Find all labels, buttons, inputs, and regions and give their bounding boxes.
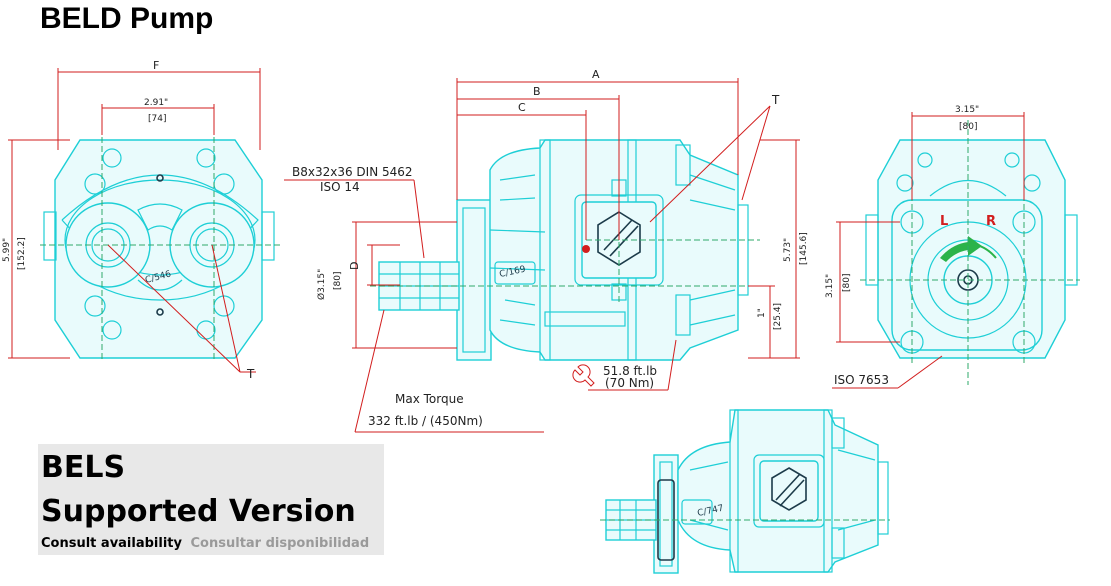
port-label-t-right: T <box>771 93 780 107</box>
front-view-left <box>40 110 280 360</box>
dim-shaft-mm: [80] <box>333 272 343 290</box>
port-label-t-left: T <box>246 367 255 381</box>
dim-c-label: C <box>518 101 526 114</box>
dim-right-width-inch: 3.15" <box>955 105 979 115</box>
availability-note-es: Consultar disponibilidad <box>190 536 370 551</box>
rotation-left-label: L <box>940 214 948 229</box>
bels-title: BELS <box>41 450 126 485</box>
dimensions-center <box>284 78 800 433</box>
dim-offset-inch: 1" <box>757 308 767 318</box>
dim-f-label: F <box>153 59 159 72</box>
bels-subtitle: Supported Version <box>41 494 356 529</box>
dim-height-inch-center: 5.73" <box>783 238 793 262</box>
page-title: BELD Pump <box>40 2 214 35</box>
bolt-torque-ftlb: 51.8 ft.lb <box>603 364 657 378</box>
dim-height-mm-center: [145.6] <box>799 232 809 265</box>
dim-right-height-mm: [80] <box>842 274 852 292</box>
dim-height-inch-left: 5.99" <box>2 238 12 262</box>
spline-standard: ISO 14 <box>320 180 360 194</box>
side-view-center <box>370 139 760 361</box>
max-torque-label: Max Torque <box>395 392 464 406</box>
dim-d-label: D <box>348 262 361 270</box>
bels-side-view <box>600 409 890 574</box>
rotation-right-label: R <box>986 214 996 229</box>
dim-shaft-inch: Ø3.15" <box>316 269 327 300</box>
bolt-torque-nm: (70 Nm) <box>605 376 654 390</box>
availability-note-en: Consult availability <box>41 536 182 551</box>
dim-a-label: A <box>592 68 600 81</box>
spline-spec: B8x32x36 DIN 5462 <box>292 165 413 179</box>
dim-offset-mm: [25.4] <box>773 303 783 330</box>
bels-availability-panel: BELS Supported Version Consult availabil… <box>38 444 384 555</box>
max-torque-value: 332 ft.lb / (450Nm) <box>368 414 483 428</box>
dim-ports-mm: [74] <box>148 114 166 124</box>
dim-right-height-inch: 3.15" <box>825 274 835 298</box>
dimensions-right <box>832 112 1025 389</box>
dimensions-left <box>8 68 261 373</box>
rear-view-right <box>860 120 1080 385</box>
dim-height-mm-left: [152.2] <box>17 237 27 270</box>
dim-ports-inch: 2.91" <box>144 98 168 108</box>
availability-note: Consult availability Consultar disponibi… <box>41 536 369 551</box>
dim-right-width-mm: [80] <box>959 122 977 132</box>
dim-b-label: B <box>533 85 541 98</box>
iso-flange-label: ISO 7653 <box>834 373 889 387</box>
